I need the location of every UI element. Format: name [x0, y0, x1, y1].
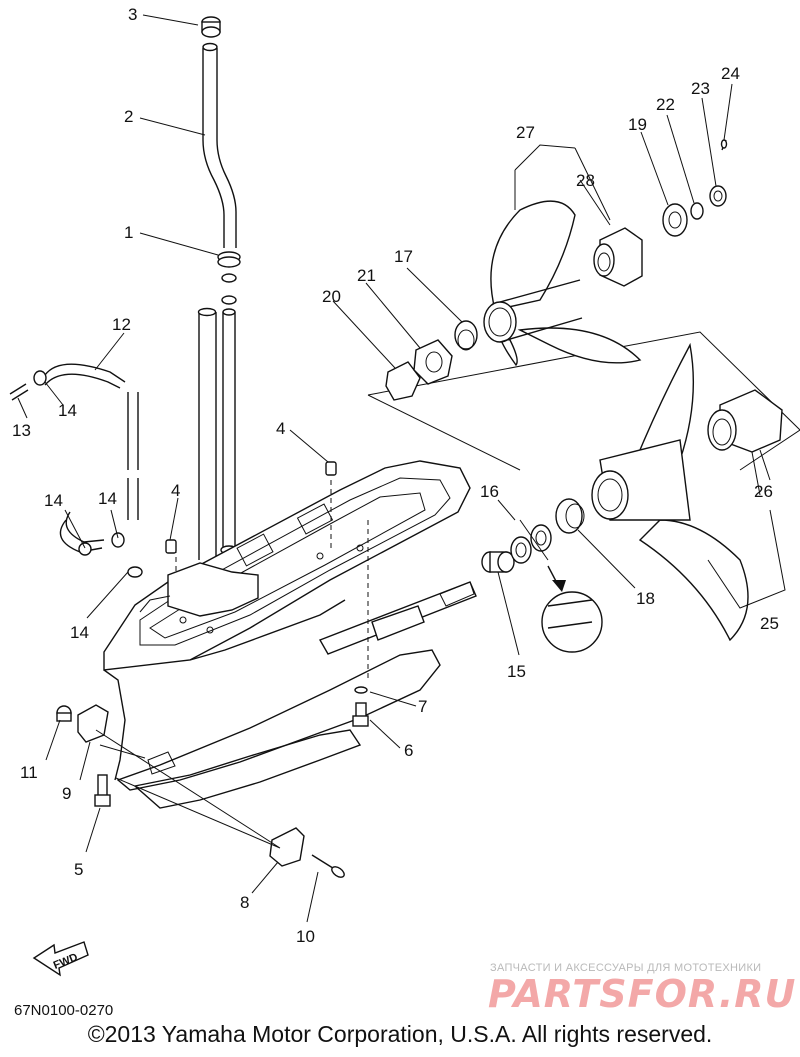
part-number-label: 17 [394, 247, 413, 266]
part-number-label: 20 [322, 287, 341, 306]
part-number-label: 14 [58, 401, 77, 420]
part-number-label: 7 [418, 697, 427, 716]
copyright-notice: ©2013 Yamaha Motor Corporation, U.S.A. A… [87, 1021, 713, 1047]
part-number-label: 11 [20, 763, 38, 782]
watermark-logo[interactable]: PARTSFOR.RU [488, 972, 797, 1016]
part-number-label: 19 [628, 115, 647, 134]
part-11-nut [56, 705, 72, 722]
detail-callout [541, 565, 603, 653]
part-28-thrust-hub [593, 227, 643, 287]
part-2-water-tube [202, 42, 237, 248]
part-18-washer [555, 498, 585, 534]
part-23-nut [709, 185, 727, 207]
part-number-label: 4 [171, 481, 180, 500]
part-16-spacer [510, 524, 552, 564]
part-9-anode [77, 704, 109, 743]
part-number-label: 4 [276, 419, 285, 438]
part-17-bushing [454, 320, 478, 351]
part-number-label: 14 [70, 623, 89, 642]
part-number-label: 8 [240, 893, 249, 912]
part-25-propeller [591, 342, 749, 642]
part-22-washer [690, 202, 704, 220]
part-number-label: 9 [62, 784, 71, 803]
part-number-label: 6 [404, 741, 413, 760]
leader-lines [17, 14, 761, 923]
part-number-label: 21 [357, 266, 376, 285]
part-number-label: 15 [507, 662, 526, 681]
part-number-label: 27 [516, 123, 535, 142]
part-14-clip [33, 370, 143, 578]
part-7-washer [354, 686, 368, 694]
part-6-bolt [352, 702, 369, 727]
fwd-arrow: FWD [32, 941, 89, 977]
part-19-washer [662, 203, 688, 237]
part-number-label: 14 [98, 489, 117, 508]
part-24-cotter-pin [720, 139, 728, 151]
part-number-label: 22 [656, 95, 675, 114]
part-number-label: 14 [44, 491, 63, 510]
part-number-label: 16 [480, 482, 499, 501]
part-number-label: 1 [124, 223, 133, 242]
diagram-code: 67N0100-0270 [14, 1002, 114, 1019]
part-3-grommet [201, 16, 221, 38]
part-number-label: 18 [636, 589, 655, 608]
part-number-label: 5 [74, 860, 83, 879]
watermark-tagline: ЗАПЧАСТИ И АКСЕССУАРЫ ДЛЯ МОТОТЕХНИКИ [490, 962, 762, 974]
part-number-label: 24 [721, 64, 740, 83]
part-number-label: 25 [760, 614, 779, 633]
part-number-label: 23 [691, 79, 710, 98]
part-number-label: 13 [12, 421, 31, 440]
part-number-label: 26 [754, 482, 773, 501]
part-13-joint [9, 383, 29, 401]
part-10-screw [311, 854, 345, 878]
drive-shaft [197, 307, 238, 560]
part-15-bushing [481, 551, 515, 573]
lower-unit-housing [103, 460, 477, 809]
part-21-washer [413, 339, 453, 385]
part-12-hose [44, 363, 139, 553]
part-27-propeller [483, 200, 642, 367]
part-number-label: 2 [124, 107, 133, 126]
part-number-label: 28 [576, 171, 595, 190]
part-26-thrust-hub [707, 389, 783, 453]
part-1-seal [217, 251, 241, 305]
part-number-label: 3 [128, 5, 137, 24]
part-number-label: 10 [296, 927, 315, 946]
part-5-bolt [94, 774, 111, 807]
part-4-dowel-pin [165, 461, 337, 554]
part-20-spacer [385, 361, 421, 401]
part-number-label: 12 [112, 315, 131, 334]
part-8-anode [269, 827, 305, 867]
